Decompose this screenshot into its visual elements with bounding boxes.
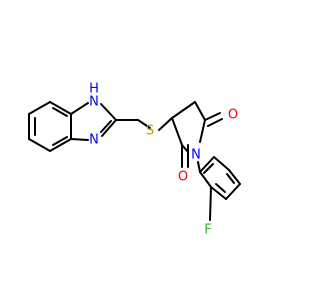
atom-label-sulfur: S [146, 124, 154, 139]
atom-label-n-imide: N [191, 148, 201, 163]
atom-label-n-imidazole-top: N [89, 95, 99, 110]
atom-label-h: H [89, 82, 99, 97]
atom-label-oxygen-bottom: O [178, 170, 188, 185]
atom-label-fluorine: F [204, 223, 211, 238]
atom-labels: H N N S N O O F [89, 82, 238, 238]
atom-label-oxygen-top: O [228, 108, 238, 123]
atom-label-n-imidazole-bottom: N [89, 133, 99, 148]
molecule-structure: H N N S N O O F [28, 82, 241, 238]
bond-lines [28, 101, 241, 221]
